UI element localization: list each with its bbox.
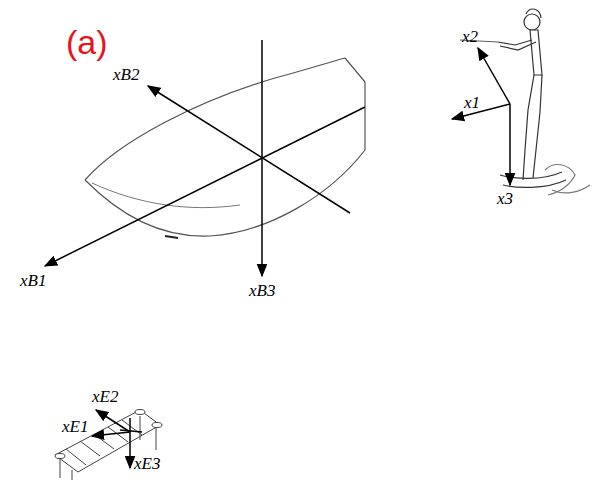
axis-label: xB3 [249,282,275,299]
axis-label: x2 [462,28,478,45]
axis-label: xB1 [20,272,46,289]
axis-label: xE3 [134,455,160,472]
water-skier [460,9,590,195]
axis-label: xE2 [92,388,118,405]
axis-label: x3 [497,190,513,207]
skier-axes [452,48,510,185]
axis-label: xE1 [62,418,88,435]
boat-hull [85,58,365,238]
boat-axes [45,40,365,276]
axis-label: x1 [464,94,480,111]
figure-tag: (a) [66,25,108,59]
dock [55,410,162,481]
axis-label: xB2 [113,66,139,83]
